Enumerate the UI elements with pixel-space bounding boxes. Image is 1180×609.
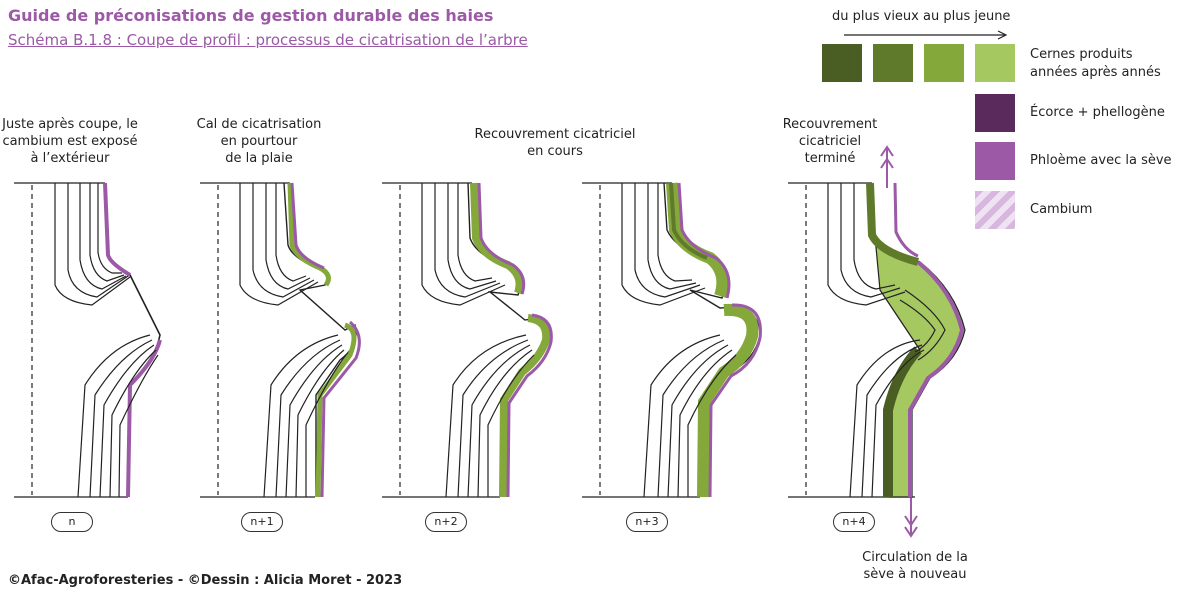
stage-n2-profile bbox=[382, 182, 553, 498]
stage-n4-profile bbox=[788, 182, 966, 498]
legend-bark-label: Écorce + phellogène bbox=[1030, 105, 1165, 120]
sap-note: Circulation de la sève à nouveau bbox=[862, 550, 968, 582]
legend-rings-label: Cernes produits années après annés bbox=[1030, 47, 1161, 80]
page-title: Guide de préconisations de gestion durab… bbox=[8, 6, 494, 25]
ring-swatch-old bbox=[873, 44, 913, 82]
ring-swatch-oldest bbox=[822, 44, 862, 82]
stage-label-n2: n+2 bbox=[425, 512, 467, 532]
sap-arrow-down bbox=[904, 498, 918, 538]
stage-n3-profile bbox=[582, 182, 762, 498]
cambium-swatch bbox=[975, 191, 1015, 229]
stage-label-n4: n+4 bbox=[833, 512, 875, 532]
phloem-swatch bbox=[975, 142, 1015, 180]
bark-swatch bbox=[975, 94, 1015, 132]
stage-label-n3: n+3 bbox=[626, 512, 668, 532]
stage-n2-caption: Recouvrement cicatriciel en cours bbox=[474, 127, 636, 159]
stage-label-n: n bbox=[51, 512, 93, 532]
page-subtitle: Schéma B.1.8 : Coupe de profil : process… bbox=[8, 31, 528, 49]
stage-label-n1: n+1 bbox=[241, 512, 283, 532]
stage-n1-caption: Cal de cicatrisation en pourtour de la p… bbox=[196, 117, 322, 166]
stage-n4-caption: Recouvrement cicatriciel terminé bbox=[782, 117, 878, 166]
copyright-footer: ©Afac-Agroforesteries - ©Dessin : Alicia… bbox=[8, 573, 403, 588]
sap-arrow-up bbox=[880, 145, 894, 188]
ring-swatch-youngest bbox=[975, 44, 1015, 82]
legend-arrow-label: du plus vieux au plus jeune bbox=[832, 9, 1011, 24]
legend-phloem-label: Phloème avec la sève bbox=[1030, 153, 1172, 168]
legend-cambium-label: Cambium bbox=[1030, 202, 1093, 217]
legend-arrow bbox=[844, 30, 1008, 40]
ring-swatch-young bbox=[924, 44, 964, 82]
stage-n-caption: Juste après coupe, le cambium est exposé… bbox=[2, 117, 138, 166]
stage-n1-profile bbox=[200, 182, 361, 498]
stage-n-profile bbox=[14, 182, 162, 498]
